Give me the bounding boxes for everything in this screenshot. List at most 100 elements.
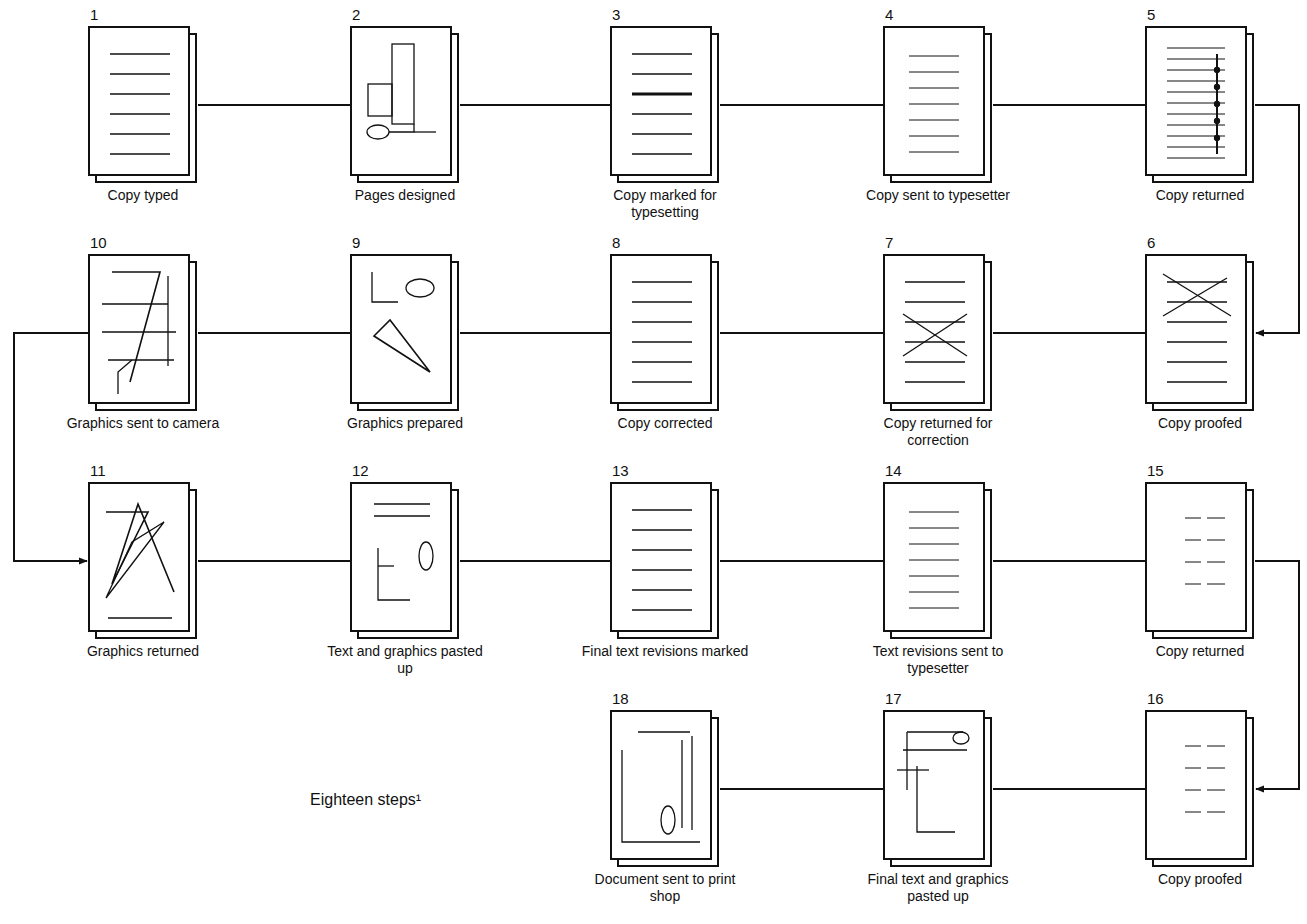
- step-number: 18: [610, 690, 720, 708]
- step-caption: Graphics sent to camera: [58, 415, 228, 432]
- flow-connector: [460, 332, 610, 334]
- document-drawing: [88, 482, 198, 640]
- document-icon: [883, 482, 993, 640]
- step-number: 11: [88, 462, 198, 480]
- step-caption: Copy marked for typesetting: [580, 187, 750, 221]
- step-number: 7: [883, 234, 993, 252]
- flow-connector: [993, 332, 1145, 334]
- document-step: 9Graphics prepared: [350, 234, 460, 432]
- flow-connector: [198, 104, 350, 106]
- document-drawing: [350, 26, 460, 184]
- flow-connector: [993, 104, 1145, 106]
- step-caption: Text revisions sent to typesetter: [853, 643, 1023, 677]
- step-caption: Final text and graphics pasted up: [853, 871, 1023, 905]
- document-icon: [350, 26, 460, 184]
- document-step: 8Copy corrected: [610, 234, 720, 432]
- step-number: 5: [1145, 6, 1255, 24]
- flow-connector: [460, 560, 610, 562]
- document-drawing: [610, 710, 720, 868]
- step-caption: Copy proofed: [1115, 871, 1285, 888]
- step-caption: Text and graphics pasted up: [320, 643, 490, 677]
- step-caption: Copy proofed: [1115, 415, 1285, 432]
- document-icon: [350, 254, 460, 412]
- document-drawing: [1145, 254, 1255, 412]
- document-drawing: [610, 482, 720, 640]
- document-icon: [88, 254, 198, 412]
- flow-connector: [720, 332, 883, 334]
- step-number: 9: [350, 234, 460, 252]
- document-drawing: [883, 254, 993, 412]
- document-drawing: [610, 254, 720, 412]
- step-number: 1: [88, 6, 198, 24]
- flow-connector: [720, 560, 883, 562]
- document-drawing: [610, 26, 720, 184]
- flow-connector: [993, 788, 1145, 790]
- flow-connector: [720, 788, 883, 790]
- document-drawing: [1145, 710, 1255, 868]
- flow-connector: [460, 104, 610, 106]
- document-drawing: [350, 254, 460, 412]
- step-caption: Final text revisions marked: [580, 643, 750, 660]
- flow-connector: [198, 560, 350, 562]
- document-step: 18Document sent to print shop: [610, 690, 720, 905]
- flow-connector: [720, 104, 883, 106]
- note-label: Eighteen steps¹: [310, 790, 421, 809]
- document-step: 14Text revisions sent to typesetter: [883, 462, 993, 677]
- document-icon: [1145, 482, 1255, 640]
- document-icon: [610, 482, 720, 640]
- flow-connector: [1255, 561, 1299, 789]
- document-icon: [1145, 26, 1255, 184]
- document-icon: [610, 254, 720, 412]
- step-number: 16: [1145, 690, 1255, 708]
- step-number: 3: [610, 6, 720, 24]
- step-number: 15: [1145, 462, 1255, 480]
- document-drawing: [350, 482, 460, 640]
- step-number: 10: [88, 234, 198, 252]
- document-step: 13Final text revisions marked: [610, 462, 720, 660]
- document-icon: [883, 26, 993, 184]
- flow-connector: [14, 333, 88, 561]
- step-caption: Copy returned: [1115, 187, 1285, 204]
- document-step: 16Copy proofed: [1145, 690, 1255, 888]
- document-drawing: [883, 26, 993, 184]
- document-step: 7Copy returned for correction: [883, 234, 993, 449]
- step-caption: Copy returned: [1115, 643, 1285, 660]
- step-number: 8: [610, 234, 720, 252]
- step-number: 12: [350, 462, 460, 480]
- document-drawing: [883, 482, 993, 640]
- flow-connector: [198, 332, 350, 334]
- document-step: 11Graphics returned: [88, 462, 198, 660]
- step-caption: Pages designed: [320, 187, 490, 204]
- document-step: 15Copy returned: [1145, 462, 1255, 660]
- document-icon: [88, 26, 198, 184]
- document-icon: [610, 26, 720, 184]
- document-drawing: [1145, 26, 1255, 184]
- document-step: 5Copy returned: [1145, 6, 1255, 204]
- document-step: 3Copy marked for typesetting: [610, 6, 720, 221]
- document-step: 17Final text and graphics pasted up: [883, 690, 993, 905]
- document-step: 12Text and graphics pasted up: [350, 462, 460, 677]
- document-icon: [883, 254, 993, 412]
- document-drawing: [1145, 482, 1255, 640]
- flow-connector: [993, 560, 1145, 562]
- document-step: 1Copy typed: [88, 6, 198, 204]
- step-caption: Document sent to print shop: [580, 871, 750, 905]
- step-caption: Copy sent to typesetter: [853, 187, 1023, 204]
- document-icon: [350, 482, 460, 640]
- step-number: 6: [1145, 234, 1255, 252]
- document-icon: [610, 710, 720, 868]
- step-caption: Copy typed: [58, 187, 228, 204]
- document-drawing: [883, 710, 993, 868]
- document-icon: [883, 710, 993, 868]
- document-drawing: [88, 26, 198, 184]
- step-caption: Graphics prepared: [320, 415, 490, 432]
- document-step: 10Graphics sent to camera: [88, 234, 198, 432]
- document-step: 6Copy proofed: [1145, 234, 1255, 432]
- step-number: 14: [883, 462, 993, 480]
- flow-connector: [1255, 105, 1299, 333]
- document-icon: [88, 482, 198, 640]
- step-number: 2: [350, 6, 460, 24]
- step-number: 13: [610, 462, 720, 480]
- step-caption: Copy returned for correction: [853, 415, 1023, 449]
